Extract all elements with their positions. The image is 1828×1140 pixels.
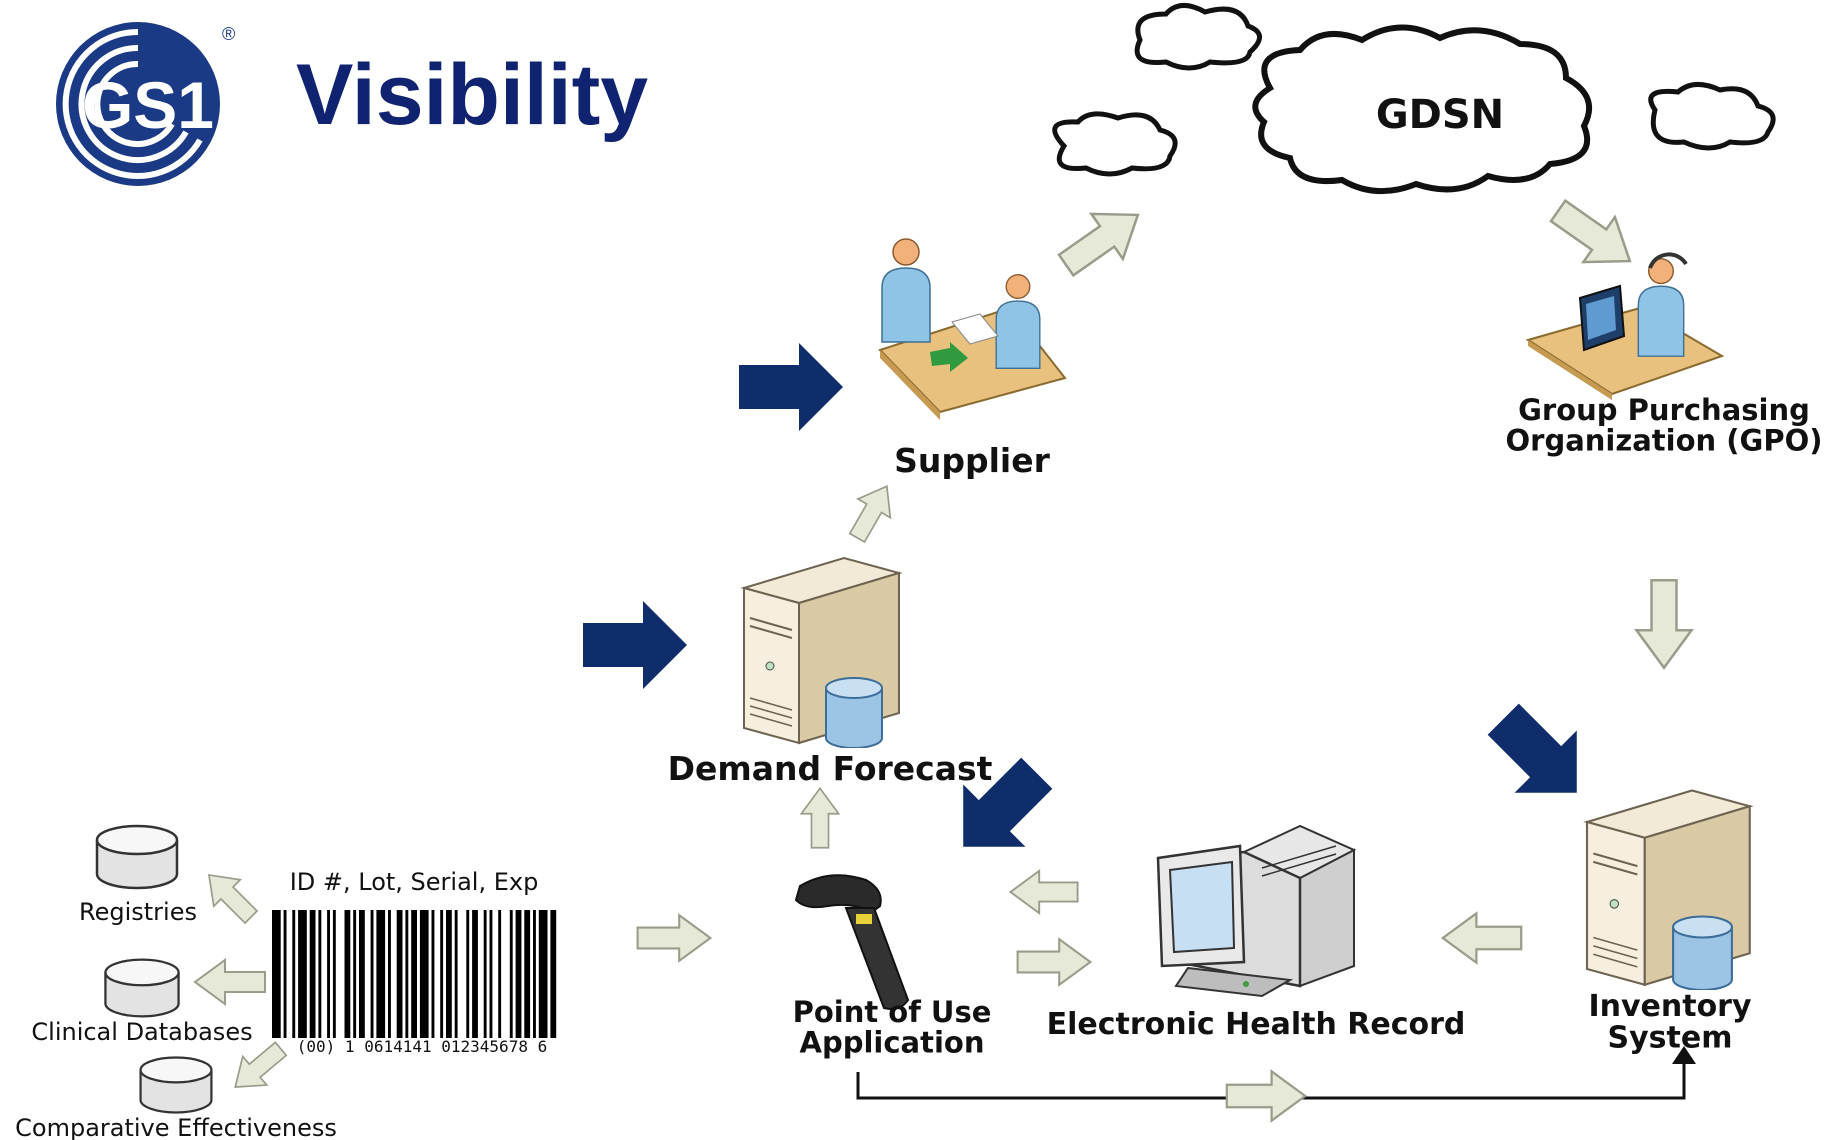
barcode-bar [318,910,322,1038]
light-arrow-icon [194,860,266,932]
barcode-bar [515,910,522,1038]
cloud-icon [1134,3,1262,71]
barcode-bar [431,910,435,1038]
demand-forecast-server-icon [742,556,901,748]
barcode-bar [533,910,536,1038]
ehr-label: Electronic Health Record [1047,1007,1466,1042]
barcode-bar [483,910,487,1038]
light-arrow-icon [1441,912,1523,964]
light-arrow-icon [800,787,840,849]
barcode-bar [440,910,444,1038]
light-arrow-icon [839,475,905,549]
light-arrow-icon [1225,1070,1307,1122]
barcode-bar [498,910,502,1038]
gs1-logo-icon: GS1 ® [56,22,235,186]
light-arrow-icon [1009,869,1079,915]
barcode-bar [454,910,458,1038]
light-arrow-icon [193,958,267,1006]
navy-arrow-icon [1472,688,1608,824]
navy-arrow-icon [739,343,843,431]
barcode-bar [344,910,351,1038]
logo-text: GS1 [82,68,214,142]
barcode-bar [309,910,316,1038]
comparative-database-icon [139,1056,213,1114]
gdsn-cloud-icon [1252,24,1593,195]
barcode-bar [524,910,531,1038]
light-arrow-icon [1635,578,1693,670]
cloud-icon [1052,111,1178,177]
barcode-bar [419,910,429,1038]
barcode-bar [272,910,281,1038]
barcode-scanner-icon [794,874,910,1010]
clinical-database-icon [104,958,180,1018]
registries-label: Registries [79,898,197,926]
barcode-bar [388,910,391,1038]
barcode-bar [396,910,403,1038]
gdsn-label: GDSN [1376,92,1504,138]
barcode-bar [353,910,357,1038]
crt-monitor-icon [1156,824,1357,998]
barcode-bar [411,910,417,1038]
supplier-label: Supplier [894,441,1051,480]
logo-registered-mark: ® [222,24,235,44]
barcode-digits-label: (00) 1 0614141 012345678 6 [297,1037,547,1056]
barcode-bar [376,910,386,1038]
barcode-bar [446,910,452,1038]
handshake-meeting-icon [878,238,1067,420]
call-center-agent-icon [1525,252,1725,400]
light-arrow-icon [1049,191,1155,289]
demand-forecast-label: Demand Forecast [668,749,993,788]
navy-arrow-icon [583,601,687,689]
barcode-bar [472,910,478,1038]
barcode-bar [332,910,336,1038]
barcode-bar [538,910,548,1038]
inventory-server-icon [1585,789,1751,990]
barcode-bar [466,910,470,1038]
page-title: Visibility [296,47,648,143]
barcode-header-label: ID #, Lot, Serial, Exp [290,868,539,896]
comparative-label: Comparative Effectiveness [15,1114,337,1140]
barcode-bar [550,910,557,1038]
barcode-bar [298,910,307,1038]
barcode-bar [489,910,493,1038]
barcode-bar [292,910,296,1038]
barcode-bar [359,910,365,1038]
cloud-icon [1648,82,1776,151]
barcode-image [272,910,557,1038]
registries-database-icon [95,824,179,890]
barcode-bar [509,910,513,1038]
barcode-bar [327,910,330,1038]
barcode-bar [370,910,374,1038]
light-arrow-icon [1016,938,1092,986]
barcode-bar [283,910,287,1038]
clinical-label: Clinical Databases [31,1018,252,1046]
barcode-bar [405,910,409,1038]
light-arrow-icon [1541,187,1647,285]
light-arrow-icon [636,914,712,962]
